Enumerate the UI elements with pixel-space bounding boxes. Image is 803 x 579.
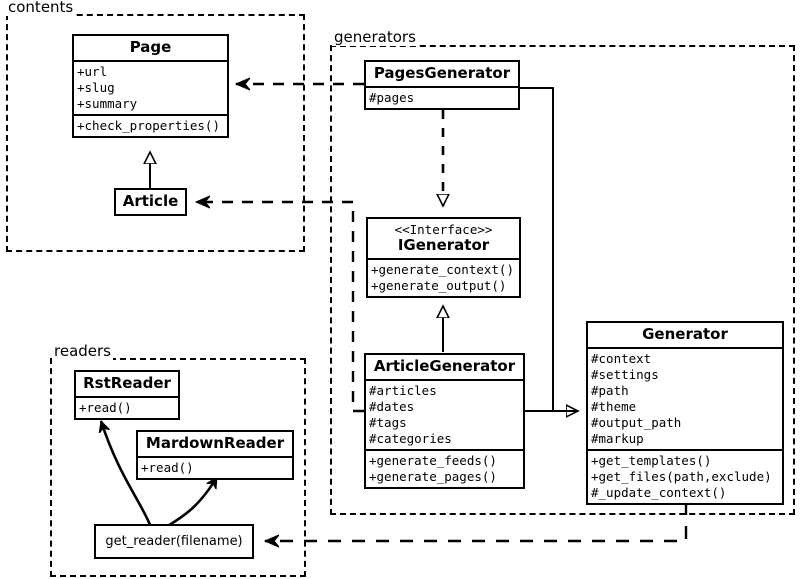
method-row: #_update_context() — [591, 485, 727, 501]
attribute-row: #dates — [369, 399, 415, 415]
package-readers-frame — [50, 358, 306, 577]
class-attributes-page: +url +slug +summary — [74, 62, 227, 117]
class-stereotype-igenerator: <<Interface>> — [394, 222, 493, 237]
class-title-mardown-reader: MardownReader — [138, 432, 292, 459]
attribute-row: #settings — [591, 367, 659, 383]
attribute-row: +summary — [77, 96, 138, 112]
package-contents-label: contents — [6, 0, 76, 16]
method-row: +check_properties() — [77, 118, 220, 134]
attribute-row: #theme — [591, 399, 637, 415]
class-title-page: Page — [74, 36, 227, 63]
attribute-row: #tags — [369, 415, 407, 431]
method-row: +get_files(path,exclude) — [591, 469, 772, 485]
class-box-generator[interactable]: Generator #context #settings #path #them… — [586, 321, 784, 506]
attribute-row: +slug — [77, 80, 115, 96]
package-generators-label: generators — [332, 28, 418, 46]
method-row: +get_templates() — [591, 453, 712, 469]
package-contents-frame — [6, 14, 305, 252]
class-methods-generator: +get_templates() +get_files(path,exclude… — [588, 451, 782, 503]
class-box-page[interactable]: Page +url +slug +summary +check_properti… — [72, 34, 229, 139]
method-row: +read() — [141, 460, 194, 476]
class-attributes-pages-generator: #pages — [366, 88, 518, 108]
method-row: +generate_output() — [371, 278, 507, 294]
class-box-igenerator[interactable]: <<Interface>> IGenerator +generate_conte… — [366, 217, 521, 299]
class-attributes-generator: #context #settings #path #theme #output_… — [588, 349, 782, 452]
class-box-pages-generator[interactable]: PagesGenerator #pages — [364, 60, 520, 111]
method-row: +generate_feeds() — [369, 453, 497, 469]
class-title-rst-reader: RstReader — [76, 372, 178, 399]
attribute-row: #pages — [369, 90, 415, 106]
class-title-article-generator: ArticleGenerator — [366, 355, 523, 382]
function-box-get-reader[interactable]: get_reader(filename) — [94, 524, 254, 559]
class-methods-igenerator: +generate_context() +generate_output() — [368, 260, 519, 296]
class-title-igenerator: <<Interface>> IGenerator — [368, 219, 519, 261]
attribute-row: #path — [591, 383, 629, 399]
package-generators-frame — [330, 45, 795, 515]
attribute-row: +url — [77, 64, 108, 80]
class-box-article[interactable]: Article — [114, 188, 187, 217]
class-title-article: Article — [122, 192, 179, 210]
package-readers-label: readers — [52, 342, 113, 360]
attribute-row: #context — [591, 351, 652, 367]
attribute-row: #markup — [591, 431, 644, 447]
class-methods-page: +check_properties() — [74, 116, 227, 136]
class-attributes-article-generator: #articles #dates #tags #categories — [366, 381, 523, 452]
method-row: +generate_context() — [371, 262, 514, 278]
function-label-get-reader: get_reader(filename) — [105, 534, 243, 549]
class-title-generator: Generator — [588, 323, 782, 350]
class-name-igenerator: IGenerator — [397, 236, 490, 254]
attribute-row: #categories — [369, 431, 452, 447]
class-methods-rst-reader: +read() — [76, 398, 178, 418]
class-title-pages-generator: PagesGenerator — [366, 62, 518, 89]
attribute-row: #articles — [369, 383, 437, 399]
class-box-rst-reader[interactable]: RstReader +read() — [74, 370, 180, 421]
class-methods-article-generator: +generate_feeds() +generate_pages() — [366, 451, 523, 487]
class-methods-mardown-reader: +read() — [138, 458, 292, 478]
attribute-row: #output_path — [591, 415, 682, 431]
class-box-article-generator[interactable]: ArticleGenerator #articles #dates #tags … — [364, 353, 525, 490]
class-box-mardown-reader[interactable]: MardownReader +read() — [136, 430, 294, 481]
method-row: +generate_pages() — [369, 469, 497, 485]
method-row: +read() — [79, 400, 132, 416]
